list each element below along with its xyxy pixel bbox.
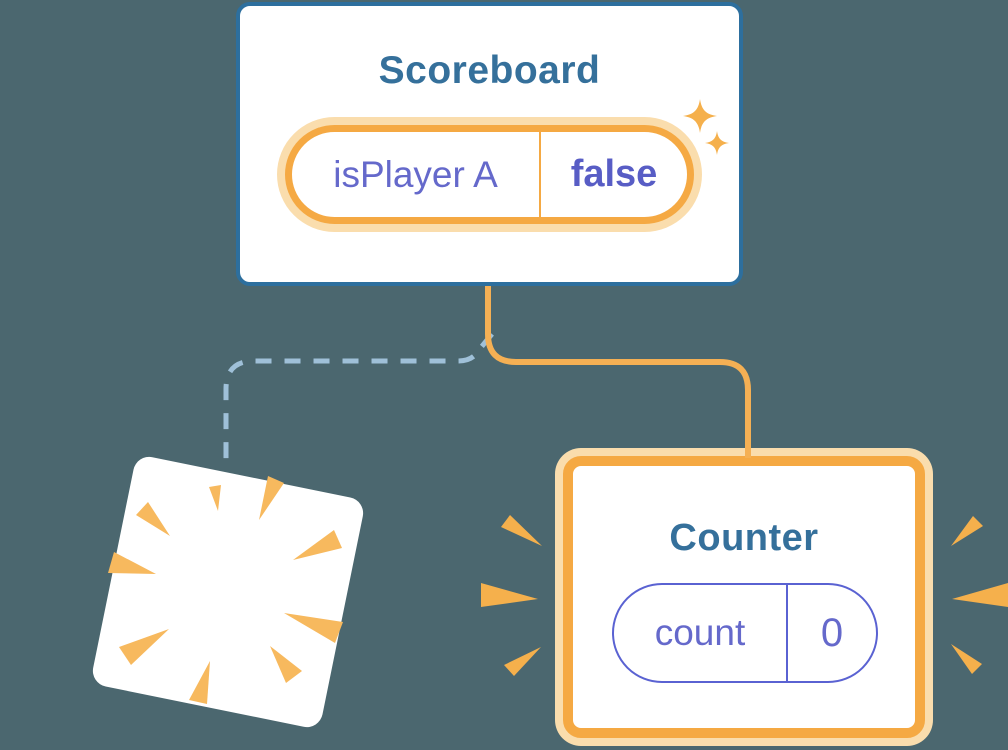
- poof-ray: [119, 629, 169, 665]
- count-key-label: count: [654, 612, 746, 653]
- counter-card: Counter count 0: [563, 456, 925, 738]
- poof-ray: [270, 646, 302, 683]
- counter-state-pill: count 0: [612, 583, 878, 683]
- poof-ray: [284, 613, 343, 643]
- count-key-cell: count: [614, 585, 788, 681]
- emphasis-ray: [952, 583, 1008, 607]
- counter-title: Counter: [669, 517, 819, 559]
- emphasis-ray: [504, 647, 541, 676]
- dashed-connector-line: [223, 332, 494, 466]
- poof-ray: [293, 530, 342, 560]
- poof-ray: [108, 552, 156, 574]
- state-value-cell: false: [541, 132, 687, 217]
- emphasis-ray: [501, 515, 542, 546]
- counter-emphasis-right: [951, 516, 1008, 674]
- scoreboard-title: Scoreboard: [378, 49, 601, 92]
- count-value-cell: 0: [788, 585, 876, 681]
- state-key-label: isPlayer A: [333, 153, 498, 195]
- emphasis-ray: [951, 516, 983, 546]
- emphasis-ray: [951, 644, 982, 674]
- poof-ray: [189, 661, 210, 704]
- destroyed-component: [92, 456, 364, 728]
- poof-ray: [136, 502, 170, 536]
- counter-emphasis-left: [481, 515, 542, 676]
- solid-connector-line: [485, 286, 751, 458]
- state-value-label: false: [570, 153, 658, 195]
- poof-square: [92, 456, 364, 728]
- poof-ray: [209, 485, 221, 511]
- emphasis-ray: [481, 583, 538, 607]
- state-key-cell: isPlayer A: [292, 132, 541, 217]
- poof-ray: [259, 476, 284, 520]
- scoreboard-state-pill: isPlayer A false: [285, 125, 694, 224]
- scoreboard-card: Scoreboard isPlayer A false: [236, 2, 743, 286]
- count-value-label: 0: [820, 610, 844, 655]
